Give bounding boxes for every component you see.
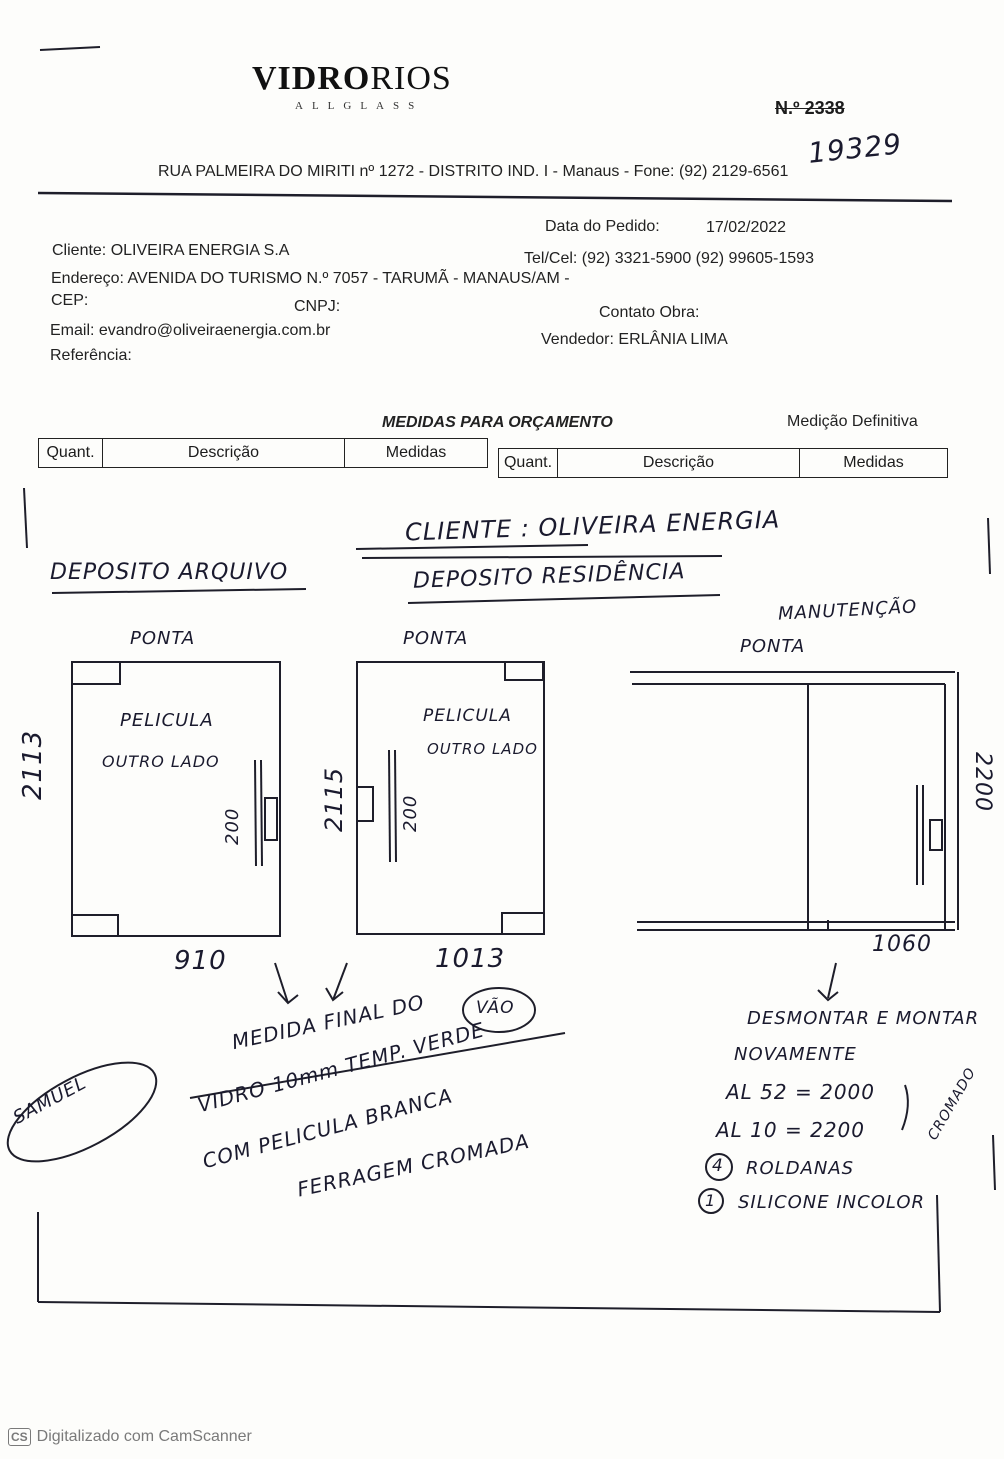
cnpj-label: CNPJ: <box>294 298 341 315</box>
company-address: RUA PALMEIRA DO MIRITI nº 1272 - DISTRIT… <box>158 163 789 180</box>
client-email: Email: evandro@oliveiraenergia.com.br <box>50 322 331 339</box>
measurement-status: Medição Definitiva <box>787 413 918 430</box>
col-measures: Medidas <box>385 444 447 461</box>
col-quantity: Quant. <box>39 439 103 467</box>
printed-order-number: N.º 2338 <box>775 98 845 118</box>
col-measures: Medidas <box>843 454 904 471</box>
door-1-height: 2113 <box>18 729 48 800</box>
door-3-ponta: PONTA <box>740 636 806 657</box>
reference-label: Referência: <box>50 347 132 364</box>
company-logo: VIDRORIOS <box>252 60 452 98</box>
col-description: Descrição <box>103 439 345 467</box>
note-task-disassemble: DESMONTAR E MONTAR <box>747 1008 980 1029</box>
table-header-right: Quant. Descrição Medidas <box>498 448 948 478</box>
door-3-width: 1060 <box>872 932 932 957</box>
door-2-pelicula: PELICULA <box>423 706 512 726</box>
item-1-quantity: 4 <box>712 1156 724 1176</box>
note-al10: AL 10 = 2200 <box>716 1118 866 1142</box>
order-date-label: Data do Pedido: <box>545 218 660 235</box>
door-3-height: 2200 <box>970 752 995 812</box>
door-3-sketch <box>630 671 959 931</box>
client-phone: Tel/Cel: (92) 3321-5900 (92) 99605-1593 <box>524 250 814 267</box>
scanner-text: Digitalizado com CamScanner <box>36 1428 252 1445</box>
item-1-rollers: ROLDANAS <box>746 1158 855 1179</box>
door-2-outro-lado: OUTRO LADO <box>427 740 538 758</box>
seller-name: Vendedor: ERLÂNIA LIMA <box>541 331 728 348</box>
note-task-again: NOVAMENTE <box>734 1044 857 1065</box>
camscanner-icon: CS <box>8 1428 31 1446</box>
client-address: Endereço: AVENIDA DO TURISMO N.º 7057 - … <box>51 270 570 287</box>
col-quantity: Quant. <box>499 449 558 477</box>
door-1-width: 910 <box>174 946 227 976</box>
logo-text-light: RIOS <box>370 60 452 97</box>
door-2-width: 1013 <box>435 944 506 974</box>
door-2-ponta: PONTA <box>403 628 469 649</box>
scanner-watermark: CS Digitalizado com CamScanner <box>8 1428 252 1446</box>
work-contact-label: Contato Obra: <box>599 304 700 321</box>
order-date-value: 17/02/2022 <box>706 219 787 236</box>
note-vao: VÃO <box>476 998 515 1018</box>
door-2-height: 2115 <box>320 766 348 832</box>
door-1-ponta: PONTA <box>130 628 196 649</box>
table-title: MEDIDAS PARA ORÇAMENTO <box>382 414 613 431</box>
logo-text-bold: VIDRO <box>252 60 371 97</box>
item-2-quantity: 1 <box>705 1191 717 1210</box>
client-name: Cliente: OLIVEIRA ENERGIA S.A <box>52 242 290 259</box>
door-1-pelicula: PELICULA <box>120 710 214 731</box>
door-2-sketch <box>356 661 545 935</box>
logo-subtitle: ALLGLASS <box>295 100 424 112</box>
door-1-handle: 200 <box>222 807 243 845</box>
door-2-handle: 200 <box>400 794 421 832</box>
door-1-outro-lado: OUTRO LADO <box>102 752 220 771</box>
door-1-sketch <box>71 661 281 937</box>
table-header-left: Quant. Descrição Medidas <box>38 438 488 468</box>
item-2-silicone: SILICONE INCOLOR <box>738 1192 926 1213</box>
note-al52: AL 52 = 2000 <box>726 1080 876 1104</box>
cep-label: CEP: <box>51 292 89 309</box>
col-description: Descrição <box>558 449 800 477</box>
note-deposit-archive: DEPOSITO ARQUIVO <box>50 560 289 585</box>
